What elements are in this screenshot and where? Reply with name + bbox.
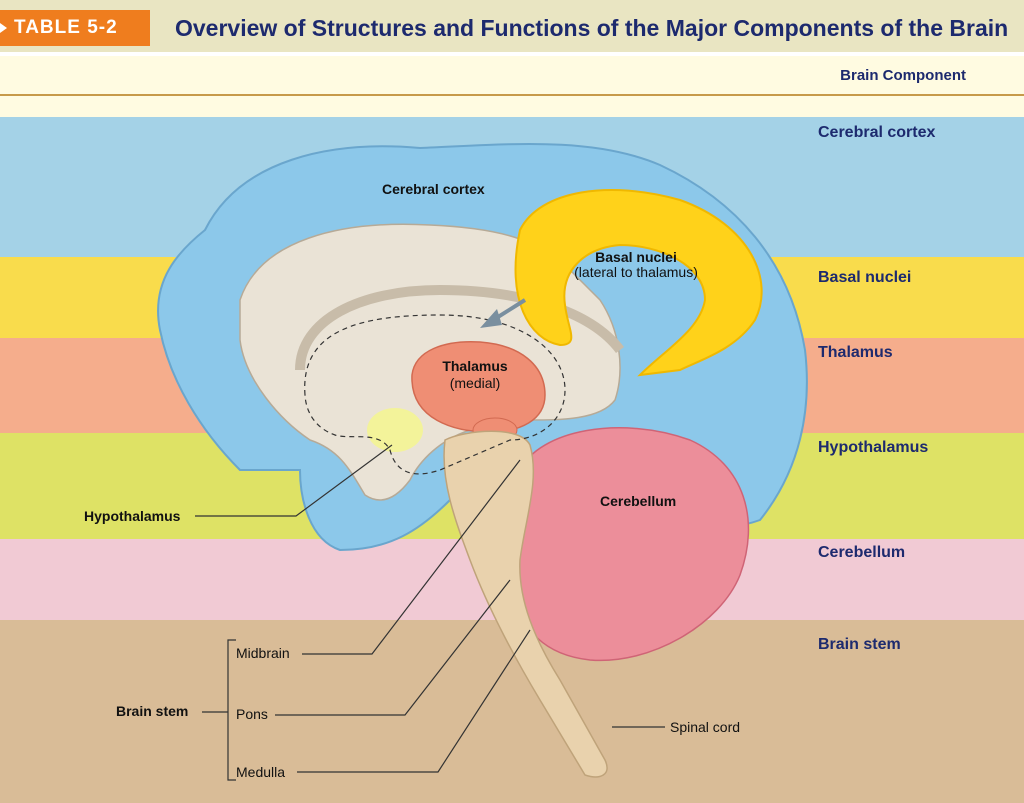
hypothalamus-shape [367,408,423,452]
limbic-dashed-outline [304,314,566,475]
label-thalamus: Thalamus [442,358,508,374]
band-label-thalamus: Thalamus [818,344,893,361]
column-header-row [0,56,1024,116]
label-pons: Pons [236,706,268,722]
label-cerebral-cortex: Cerebral cortex [382,181,485,197]
band-label-basal-nuclei: Basal nuclei [818,269,912,286]
band-label-cerebellum: Cerebellum [818,544,906,561]
band-label-hypothalamus: Hypothalamus [818,439,929,456]
label-medulla: Medulla [236,764,285,780]
corpus-callosum [295,284,624,371]
label-midbrain: Midbrain [236,645,290,661]
label-basal-nuclei: Basal nuclei [595,249,677,265]
cerebellum-shape [509,427,750,662]
page-title: Overview of Structures and Functions of … [175,15,1009,41]
header-rule [0,94,1024,96]
column-header-brain-component: Brain Component [840,67,966,84]
thalamus-shape [411,341,546,433]
label-thalamus-note: (medial) [450,375,501,391]
label-cerebellum: Cerebellum [600,493,676,509]
pons-leader [275,579,511,716]
label-hypothalamus: Hypothalamus [84,508,181,524]
brainstem-bracket [227,639,236,781]
table-number-tag: TABLE 5-2 [0,10,150,46]
midbrain-leader [302,459,521,655]
band-label-cerebral-cortex: Cerebral cortex [818,124,936,141]
label-basal-nuclei-note: (lateral to thalamus) [574,264,698,280]
hypothalamus-leader [195,444,393,517]
header-background [0,0,1024,52]
band-label-brain-stem: Brain stem [818,636,901,653]
label-brain-stem: Brain stem [116,703,188,719]
brain-stem-shape [443,430,608,778]
medulla-leader [297,629,531,773]
table-number: TABLE 5-2 [14,17,118,38]
label-spinal-cord: Spinal cord [670,719,740,735]
basal-to-thalamus-arrowhead [480,309,502,328]
basal-nuclei-shape [514,189,763,377]
